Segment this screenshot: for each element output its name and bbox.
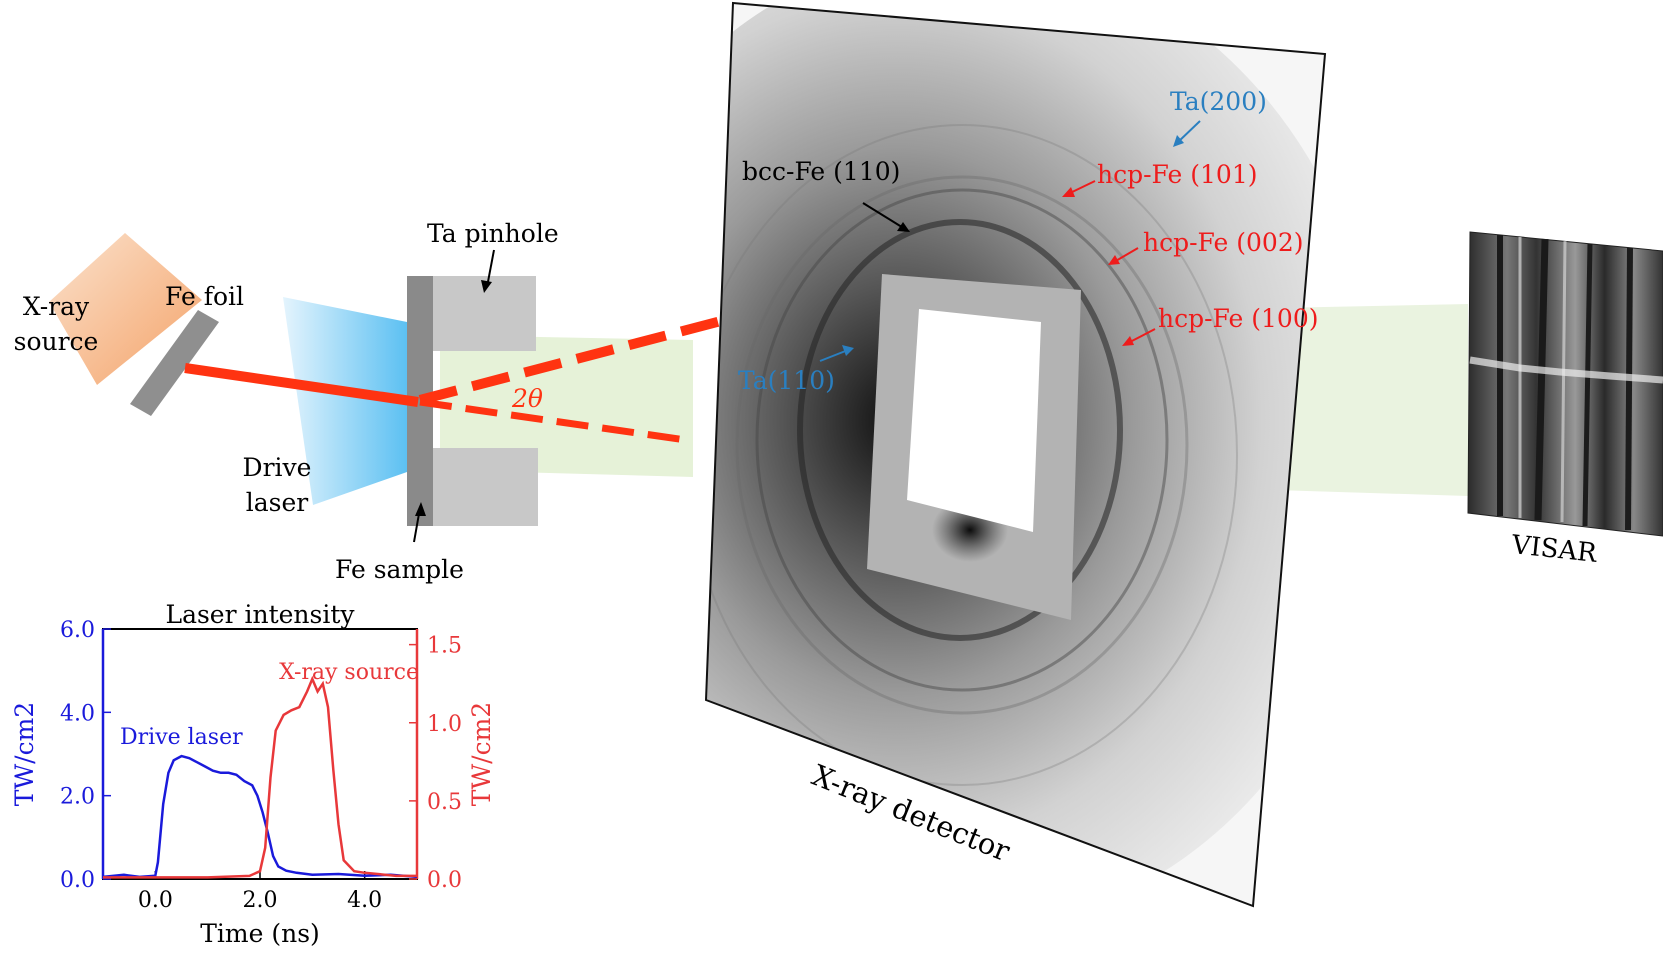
laser-intensity-chart: 0.0 2.0 4.0 0.0 2.0 4.0 6.0 0.0 0.5 1.0 1.5 Laser i… [10,600,496,948]
ta110-label: Ta(110) [738,366,835,395]
y-left-tick-label: 6.0 [60,618,95,643]
visar-label: VISAR [1509,530,1599,569]
x-tick-label: 0.0 [138,888,173,913]
y-left-tick-label: 4.0 [60,701,95,726]
ta-pinhole-bottom [430,448,538,526]
ta-pinhole-label: Ta pinhole [427,219,559,248]
y-left-tick-label: 2.0 [60,785,95,810]
y-right-axis-label: TW/cm2 [467,702,496,806]
x-axis-label: Time (ns) [200,919,320,948]
x-tick-label: 4.0 [347,888,382,913]
chart-title: Laser intensity [165,600,355,629]
xray-source-label-2: source [14,327,99,356]
drive-laser-series-label: Drive laser [120,725,243,750]
bcc-fe-110-label: bcc-Fe (110) [742,157,900,186]
xray-source-label: X-ray [23,292,90,321]
y-right-tick-label: 1.5 [427,634,462,659]
y-left-axis-label: TW/cm2 [10,702,39,806]
hcp-fe-101-label: hcp-Fe (101) [1097,160,1258,189]
visar-image [1468,232,1663,536]
drive-laser-label: Drive [243,453,312,482]
y-right-tick-label: 0.5 [427,790,462,815]
y-right-tick-label: 0.0 [427,868,462,893]
fe-foil-label: Fe foil [165,282,244,311]
y-right-tick-label: 1.0 [427,712,462,737]
hcp-fe-002-label: hcp-Fe (002) [1143,228,1304,257]
xray-source-series-label: X-ray source [279,660,419,685]
two-theta-label: 2θ [511,384,543,413]
hcp-fe-100-label: hcp-Fe (100) [1158,304,1319,333]
fe-sample-label: Fe sample [335,555,464,584]
y-left-tick-label: 0.0 [60,868,95,893]
ta200-label: Ta(200) [1170,87,1267,116]
x-tick-label: 2.0 [243,888,278,913]
drive-laser-label-2: laser [246,488,309,517]
detector-window [907,309,1041,532]
